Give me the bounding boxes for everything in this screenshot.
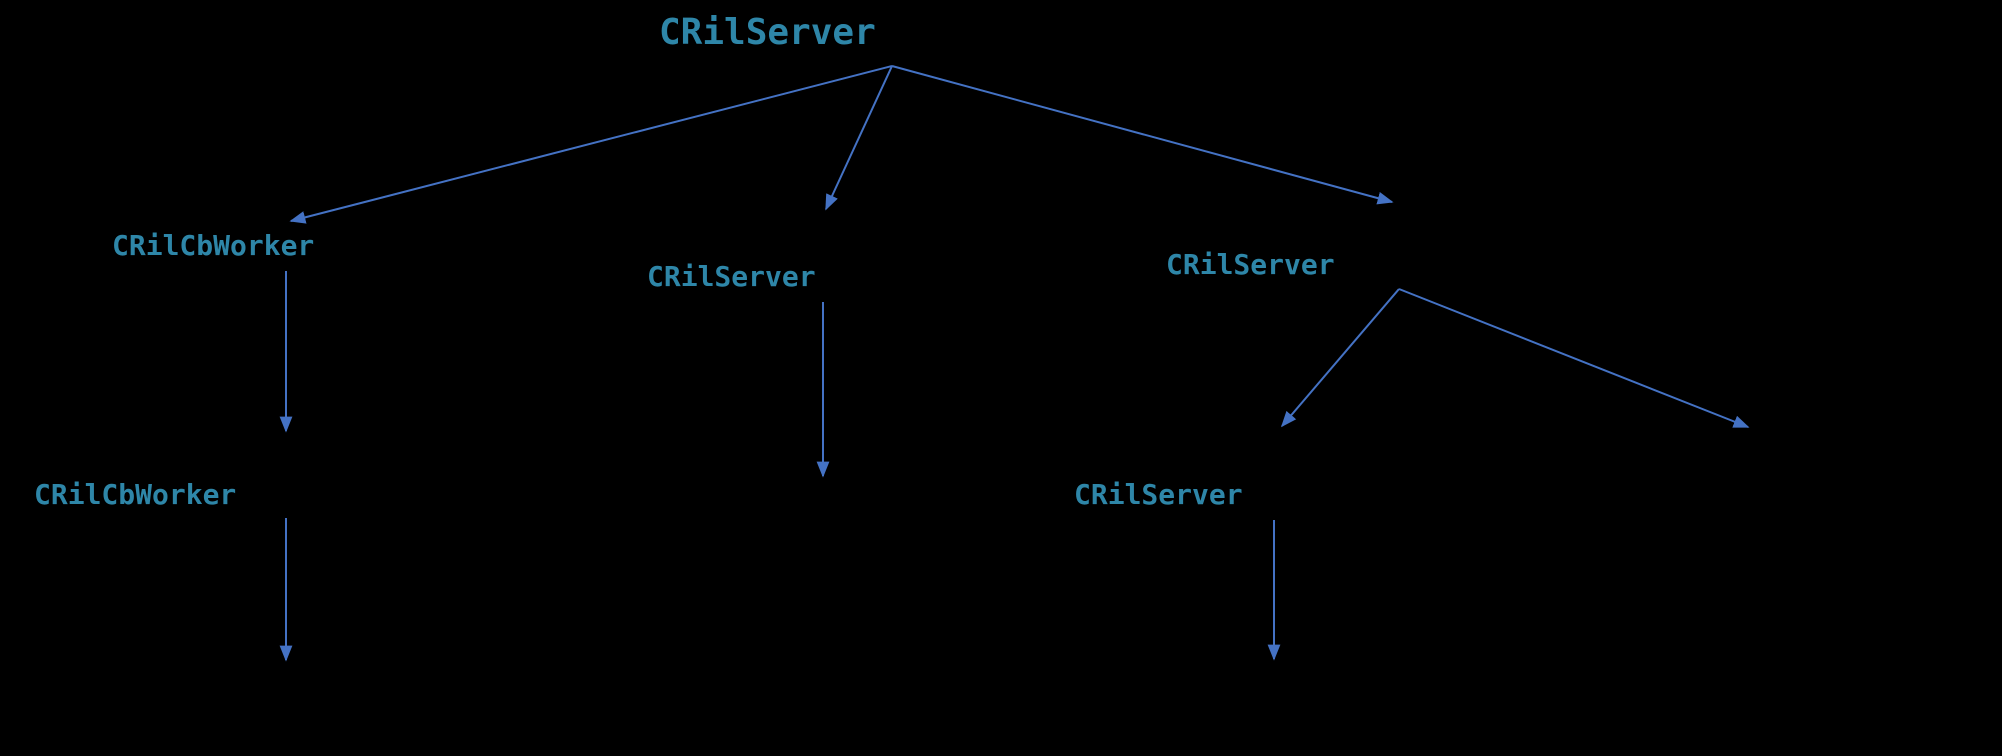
edge-root-to-level1-right (891, 65, 1394, 205)
edge-level1-right-down-right (1398, 288, 1750, 428)
node-label-level2-crilcbworker: CRilCbWorker (34, 478, 237, 511)
node-label-level1-crilserver-middle: CRilServer (647, 260, 816, 293)
node-label-level1-crilserver-right: CRilServer (1166, 248, 1335, 281)
edge-level1-right-to-level2-right (1280, 288, 1400, 428)
node-label-root-crilserver: CRilServer (659, 12, 876, 53)
edge-root-to-level1-middle (825, 65, 893, 211)
node-label-level1-crilcbworker: CRilCbWorker (112, 229, 315, 262)
edge-root-to-level1-left (289, 65, 893, 224)
node-label-level2-crilserver-right: CRilServer (1074, 478, 1243, 511)
